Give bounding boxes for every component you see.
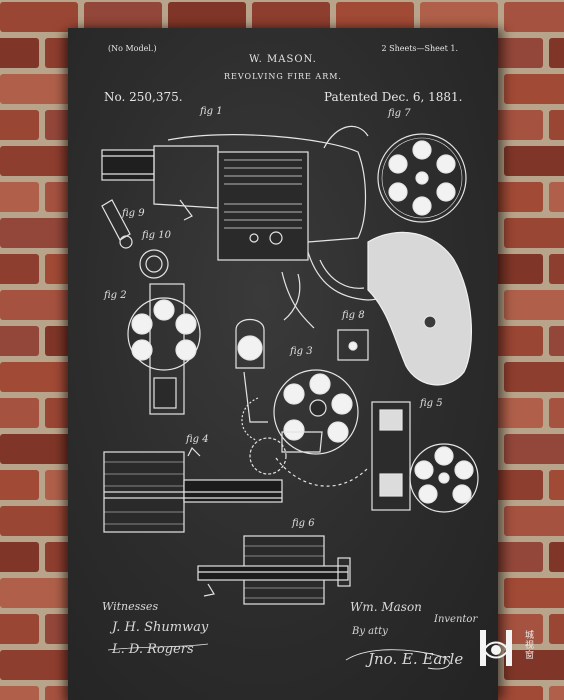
brick [0, 398, 39, 428]
brick [336, 2, 414, 32]
brick [549, 182, 564, 212]
section-view-fig4 [103, 446, 283, 533]
brick [0, 434, 78, 464]
fig-4-label: fig 4 [186, 434, 209, 445]
brick [549, 470, 564, 500]
hand-part-fig3 [235, 318, 268, 423]
brick [0, 686, 39, 700]
fig-9-label: fig 9 [122, 208, 145, 219]
small-parts-fig9 [101, 199, 193, 279]
cylinder-fig2 [127, 283, 201, 415]
brick [549, 254, 564, 284]
section-view-fig6 [197, 535, 351, 605]
brick [0, 326, 39, 356]
fig-3-label: fig 3 [290, 346, 313, 357]
revolver-side-view [101, 125, 400, 329]
fig-2-label: fig 2 [104, 290, 127, 301]
fig-1-label: fig 1 [200, 106, 223, 117]
brick [504, 506, 564, 536]
brick [252, 2, 330, 32]
revolver-patent-drawing [101, 125, 479, 670]
brick [0, 182, 39, 212]
brick [504, 362, 564, 392]
brick [549, 38, 564, 68]
witness-signature-1: J. H. Shumway [112, 620, 209, 635]
brick [549, 542, 564, 572]
fig-10-label: fig 10 [142, 230, 171, 241]
witnesses-label: Witnesses [102, 600, 159, 613]
attorney-signature: Jno. E. Earle [368, 650, 464, 668]
brick [0, 110, 39, 140]
brick [549, 326, 564, 356]
attorney-label: By atty [352, 626, 388, 637]
brick [420, 2, 498, 32]
patented-date: Patented Dec. 6, 1881. [324, 90, 463, 104]
brick [504, 434, 564, 464]
patent-number: No. 250,375. [104, 90, 183, 104]
brick [549, 614, 564, 644]
brick [504, 218, 564, 248]
brick [0, 578, 78, 608]
brick [0, 218, 78, 248]
brick [0, 38, 39, 68]
revolver-grip [367, 231, 472, 386]
brick [504, 290, 564, 320]
part-fig8 [337, 329, 369, 361]
watermark-text: 城视窗 [523, 630, 533, 660]
brick [0, 146, 78, 176]
brick [84, 2, 162, 32]
brick [0, 2, 78, 32]
witness-signature-2: L. D. Rogers [112, 642, 194, 657]
fig-6-label: fig 6 [292, 518, 315, 529]
brick [504, 74, 564, 104]
no-model-label: (No Model.) [108, 44, 157, 53]
brick [0, 290, 78, 320]
brick [0, 470, 39, 500]
brick [0, 506, 78, 536]
invention-title: REVOLVING FIRE ARM. [224, 72, 342, 81]
sheets-label: 2 Sheets—Sheet 1. [381, 44, 458, 53]
brick [504, 146, 564, 176]
brick [0, 254, 39, 284]
eye-logo-icon [480, 630, 512, 666]
brick [504, 2, 564, 32]
patent-poster: (No Model.) W. MASON. 2 Sheets—Sheet 1. … [68, 28, 498, 700]
brick [504, 650, 564, 680]
fig-7-label: fig 7 [388, 108, 411, 119]
cylinder-end-view-fig7 [377, 133, 467, 223]
cylinder-ratchet-assembly [241, 369, 369, 487]
brick [504, 578, 564, 608]
brick [0, 74, 78, 104]
brick [549, 110, 564, 140]
brick [0, 542, 39, 572]
frame-cylinder-fig5 [371, 401, 479, 513]
brick [0, 362, 78, 392]
fig-8-label: fig 8 [342, 310, 365, 321]
inventor-signature: Wm. Mason [350, 600, 422, 614]
brick [168, 2, 246, 32]
brick [549, 398, 564, 428]
brick [0, 650, 78, 680]
brick [0, 614, 39, 644]
fig-5-label: fig 5 [420, 398, 443, 409]
inventor-role-label: Inventor [434, 614, 478, 625]
brick [549, 686, 564, 700]
inventor-title: W. MASON. [249, 54, 317, 65]
